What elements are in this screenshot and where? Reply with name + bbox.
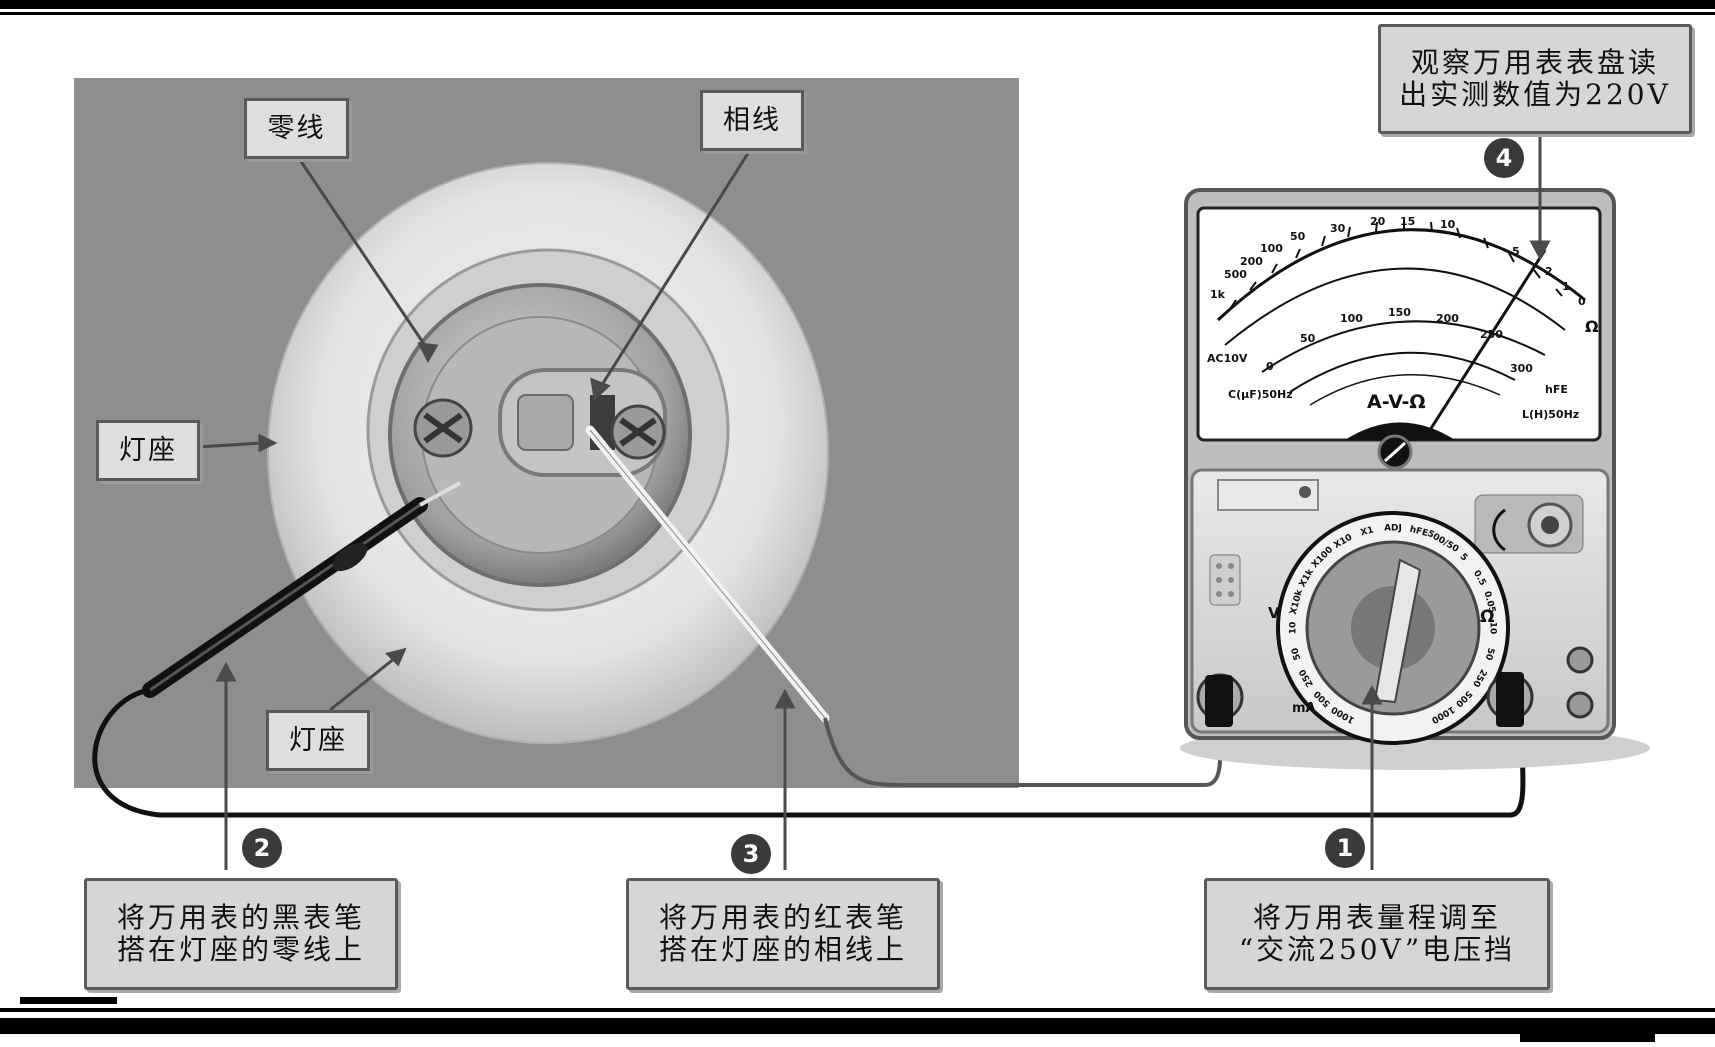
- step-badge-1: 1: [1325, 828, 1365, 868]
- caption-step1-line2: “交流250V”电压挡: [1238, 933, 1516, 966]
- selector-range-10: ADJ: [1384, 524, 1402, 534]
- label-neutral-wire: 零线: [244, 98, 349, 159]
- ohm-scale-tick-50: 50: [1290, 230, 1306, 243]
- dcv-scale-tick-250: 250: [1480, 328, 1503, 341]
- ohm-scale-tick-200: 200: [1240, 255, 1263, 268]
- ohm-scale-symbol: Ω: [1585, 317, 1599, 336]
- dial-center-label: A-V-Ω: [1367, 391, 1426, 413]
- ac-label: AC10V: [1207, 352, 1248, 365]
- meter-pointer: [1428, 249, 1547, 431]
- selector-range-16: 10: [1488, 622, 1498, 635]
- caption-step3-line1: 将万用表的红表笔: [658, 901, 907, 934]
- selector-range-9: X1: [1360, 525, 1375, 538]
- ohm-scale-tick-5: 5: [1512, 245, 1520, 258]
- ohm-scale-tick-2: 2: [1545, 265, 1553, 278]
- top-rule-thin: [0, 12, 1715, 15]
- hfe-label: hFE: [1545, 383, 1568, 396]
- label-lamp-socket-left: 灯座: [96, 420, 200, 481]
- caption-step2-line1: 将万用表的黑表笔: [116, 901, 365, 934]
- leader-socket-left: [197, 441, 263, 449]
- caption-step2-line2: 搭在灯座的零线上: [116, 933, 365, 966]
- ohm-scale-tick-15: 15: [1400, 215, 1415, 228]
- selector-v-symbol: V: [1268, 604, 1280, 622]
- selector-range-17: 50: [1483, 646, 1496, 661]
- selector-range-13: 5: [1458, 552, 1470, 564]
- caption-step1-line1: 将万用表量程调至: [1252, 901, 1501, 934]
- label-lamp-socket-bottom: 灯座: [266, 710, 370, 771]
- red-lead: [823, 717, 1223, 787]
- step-badge-4: 4: [1484, 138, 1524, 178]
- dcv-scale-tick-0: 0: [1266, 360, 1274, 373]
- selector-ohm-symbol: Ω: [1480, 607, 1494, 627]
- selector-range-3: 50: [1290, 646, 1303, 661]
- selector-range-4: 10: [1289, 622, 1299, 635]
- inductance-label: L(H)50Hz: [1522, 408, 1579, 421]
- ohm-scale-tick-30: 30: [1330, 222, 1346, 235]
- lamp-socket: [267, 162, 829, 744]
- bottom-rule-short: [20, 997, 117, 1004]
- caption-step4-line2: 出实测数值为220V: [1399, 78, 1671, 111]
- caption-step4-line1: 观察万用表表盘读: [1410, 46, 1659, 79]
- ohm-scale-tick-500: 500: [1224, 268, 1247, 281]
- dcv-scale-tick-150: 150: [1388, 306, 1411, 319]
- dcv-scale-tick-100: 100: [1340, 312, 1363, 325]
- caption-step3-line2: 搭在灯座的相线上: [658, 933, 907, 966]
- caption-step3: 将万用表的红表笔 搭在灯座的相线上: [626, 878, 940, 990]
- ohm-scale-tick-1: 1: [1562, 280, 1570, 293]
- phase-screw: [610, 404, 666, 460]
- caption-step4-reading: 观察万用表表盘读 出实测数值为220V: [1378, 24, 1692, 134]
- ohm-scale-tick-20: 20: [1370, 215, 1386, 228]
- red-probe: [585, 425, 830, 723]
- capacitance-label: C(μF)50Hz: [1228, 388, 1293, 401]
- leader-socket-bottom: [329, 656, 396, 712]
- ohm-scale-tick-1k: 1k: [1210, 288, 1226, 301]
- hfe-scale-tick-300: 300: [1510, 362, 1533, 375]
- black-probe: [142, 481, 461, 698]
- step-badge-2: 2: [242, 828, 282, 868]
- ohm-scale-tick-100: 100: [1260, 242, 1283, 255]
- caption-step1: 将万用表量程调至 “交流250V”电压挡: [1204, 878, 1550, 990]
- multimeter: [1180, 188, 1650, 770]
- step-badge-3: 3: [731, 834, 771, 874]
- top-rule-thick: [0, 0, 1715, 9]
- selector-range-11: hFE: [1408, 525, 1429, 540]
- neutral-screw: [413, 398, 473, 458]
- ohm-scale-tick-10: 10: [1440, 218, 1456, 231]
- bottom-rule-corner: [1520, 1030, 1655, 1042]
- label-phase-wire: 相线: [700, 90, 804, 151]
- bottom-rule-thin: [0, 1008, 1715, 1012]
- ohm-scale-tick-0: 0: [1578, 295, 1586, 308]
- black-lead: [92, 687, 1526, 818]
- dcv-scale-tick-50: 50: [1300, 332, 1316, 345]
- leader-phase: [598, 149, 752, 389]
- leader-neutral: [296, 156, 430, 351]
- caption-step2: 将万用表的黑表笔 搭在灯座的零线上: [84, 878, 398, 990]
- bottom-rule-thick: [0, 1018, 1715, 1034]
- selector-ma-symbol: mA: [1292, 701, 1316, 716]
- dcv-scale-tick-200: 200: [1436, 312, 1459, 325]
